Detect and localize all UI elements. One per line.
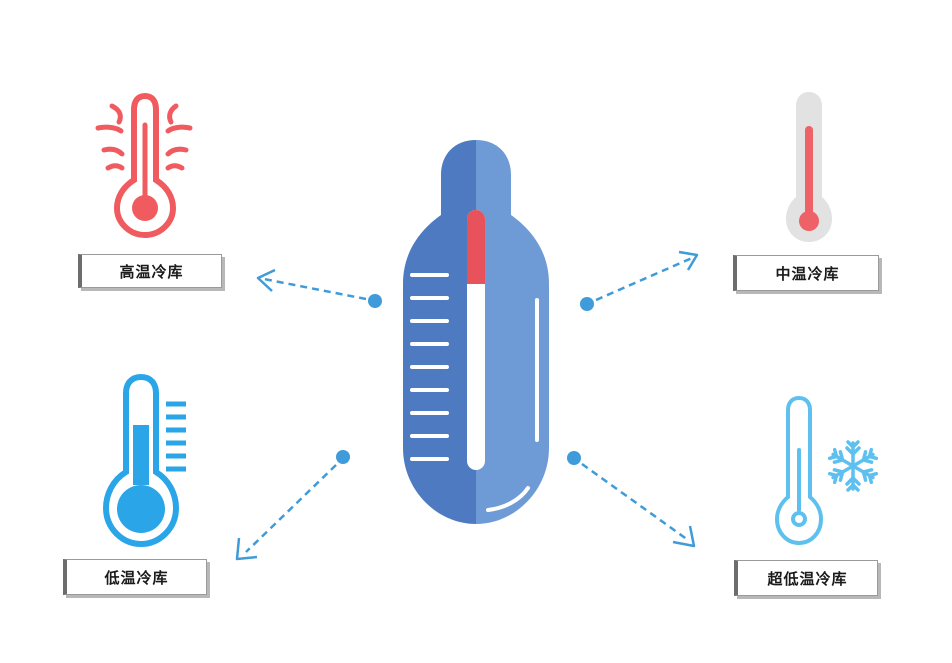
large-thermometer-icon <box>403 140 549 524</box>
snowflake-icon <box>827 440 879 492</box>
hot-thermometer-icon <box>95 92 193 239</box>
medium-thermometer-icon <box>786 92 832 242</box>
label-mid-temp: 中温冷库 <box>733 255 879 291</box>
cold-thermometer-icon <box>102 373 186 548</box>
arrow-to-ultra-low <box>567 451 696 548</box>
arrow-to-high <box>256 268 382 308</box>
snowflake-thermometer-icon <box>774 395 879 546</box>
label-low-temp: 低温冷库 <box>63 559 207 595</box>
arrow-to-mid <box>580 250 699 311</box>
label-high-temp: 高温冷库 <box>78 254 222 288</box>
label-ultra-low-temp: 超低温冷库 <box>734 560 878 596</box>
arrow-to-low <box>235 450 350 561</box>
